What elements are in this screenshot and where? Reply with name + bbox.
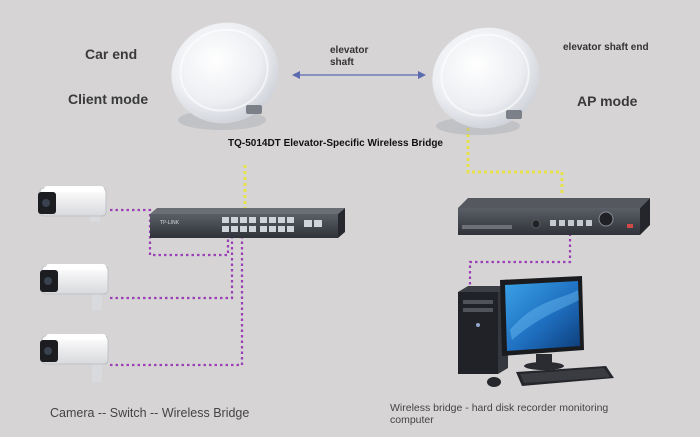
poe-link-right	[466, 128, 564, 195]
lan-link-recorder-pc	[468, 235, 572, 290]
lan-links-cameras	[110, 208, 244, 367]
ip-camera-icon	[38, 186, 107, 222]
client-mode-label: Client mode	[68, 91, 149, 107]
ap-mode-label: AP mode	[577, 93, 638, 109]
mouse-icon	[487, 377, 501, 387]
ip-camera-icon	[40, 264, 109, 310]
left-caption: Camera -- Switch -- Wireless Bridge	[50, 406, 250, 420]
ip-camera-icon	[40, 334, 109, 382]
nvr-recorder-icon	[458, 198, 650, 235]
svg-text:TP-LINK: TP-LINK	[159, 220, 180, 226]
elevator-shaft-line1: elevator	[330, 45, 369, 56]
wireless-bridge-icon	[171, 22, 279, 130]
right-caption: Wireless bridge - hard disk recorder mon…	[390, 402, 609, 426]
bridge-title: TQ-5014DT Elevator-Specific Wireless Bri…	[228, 138, 443, 149]
elevator-shaft-line2: shaft	[330, 57, 354, 68]
elevator-shaft-label: elevator shaft	[330, 45, 368, 69]
monitor-icon	[500, 276, 584, 370]
shaft-end-label: elevator shaft end	[563, 42, 649, 53]
poe-switch-icon: TP-LINK	[150, 208, 345, 238]
wireless-bridge-icon	[432, 27, 540, 135]
car-end-label: Car end	[85, 46, 138, 62]
pc-tower-icon	[458, 286, 508, 374]
double-arrow-icon	[292, 71, 426, 79]
keyboard-icon	[516, 366, 614, 386]
